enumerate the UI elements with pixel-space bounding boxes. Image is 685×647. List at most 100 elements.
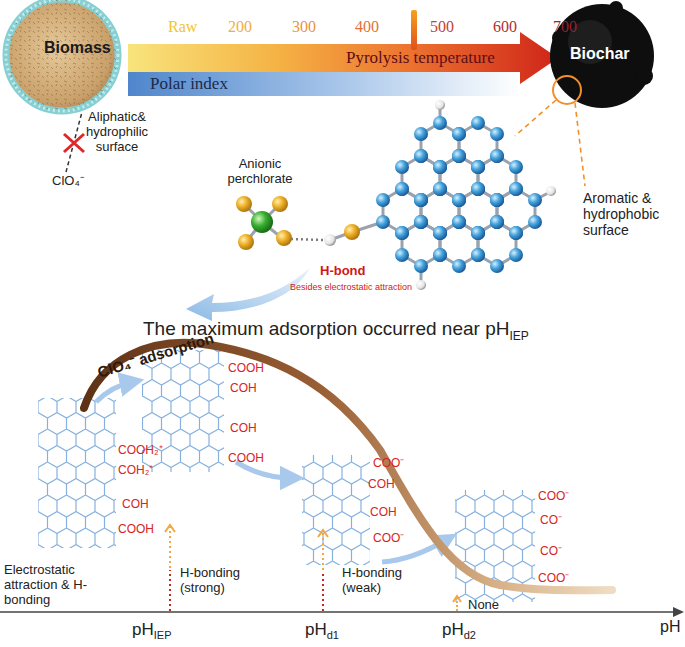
text-label: COH (230, 421, 257, 435)
text-label: COO⁻ (373, 531, 404, 545)
node-label: Pyrolysis temperature (346, 48, 495, 68)
label-group: 500 (430, 18, 454, 36)
text-label: Besides electrostatic attraction (290, 282, 412, 292)
text-label: COO⁻ (373, 456, 404, 470)
hex-atoms (433, 215, 485, 273)
label-group: COH (230, 382, 257, 396)
label-group: COO⁻ (373, 457, 404, 471)
zoom-leader (575, 103, 585, 186)
text-label: COH (122, 497, 149, 511)
text-label: 300 (292, 18, 316, 35)
node-label: Polar index (150, 74, 228, 94)
label-group: None (468, 598, 499, 613)
ph-markers (165, 525, 461, 611)
label-group: COO⁻ (373, 532, 404, 546)
graphene-atoms (376, 100, 556, 290)
subscript: d2 (464, 629, 476, 641)
text-label: CO⁻ (540, 513, 562, 527)
adsorption-curve (84, 343, 612, 590)
label-group: H-bonding (weak) (342, 566, 422, 596)
text-label: H-bond (320, 263, 365, 278)
text-label: Anionic perchlorate (227, 156, 292, 186)
hex-atoms (471, 215, 523, 273)
text-label: pH (660, 618, 680, 635)
label-group: Anionic perchlorate (220, 157, 300, 187)
text-label: Aliphatic& hydrophilic surface (86, 109, 148, 154)
biomass-shape (0, 0, 124, 114)
text-label: pH (442, 620, 464, 639)
label-group: COH₂⁺ (118, 464, 153, 478)
text-label: Aromatic & hydrophobic surface (583, 190, 659, 238)
ph-axis (0, 611, 676, 613)
text-label: H-bonding (strong) (180, 565, 240, 595)
text-label: COH (370, 505, 397, 519)
text-label: ClO₄⁻ (52, 173, 84, 188)
biomass-body (6, 0, 118, 111)
transition-arrow (96, 382, 132, 402)
perchlorate-molecule (236, 196, 360, 250)
text-label: COOH (118, 522, 154, 536)
axis-arrowhead (673, 607, 684, 617)
graphene-bonds (244, 108, 550, 282)
label-group: pH (660, 618, 680, 636)
label-group: 700 (553, 18, 577, 36)
text-label: 400 (355, 18, 379, 35)
biochar-bump (635, 67, 653, 85)
biochar-body (550, 4, 654, 108)
label-group: COH (122, 498, 149, 512)
label-group: Aromatic & hydrophobic surface (583, 190, 675, 238)
band-body (128, 72, 520, 96)
biomass-circle: Biomass (0, 0, 124, 114)
node-label: Biochar (570, 45, 630, 63)
label-group: COH (370, 506, 397, 520)
text-label: 700 (553, 18, 577, 35)
subscript: IEP (154, 629, 172, 641)
label-group: Electrostatic attraction & H-bonding (4, 563, 94, 608)
label-group: pHd1 (305, 620, 339, 642)
text-label: H-bonding (weak) (342, 565, 402, 595)
label-group: COH (230, 422, 257, 436)
label-group: Raw (168, 18, 197, 36)
red-cross (64, 134, 84, 152)
node-label: Biomass (44, 39, 111, 57)
label-group: 600 (493, 18, 517, 36)
label-group: CO⁻ (540, 545, 562, 559)
text-label: COH₂⁺ (118, 463, 153, 477)
label-group: pHd2 (442, 620, 476, 642)
text-label: 600 (493, 18, 517, 35)
text-label: COO⁻ (538, 571, 569, 585)
text-label: 200 (228, 18, 252, 35)
label-group: H-bonding (strong) (180, 566, 260, 596)
text-label: COOH (228, 361, 264, 375)
label-group: COOH (118, 523, 154, 537)
label-group: COH (368, 478, 395, 492)
text-label: COOH (228, 451, 264, 465)
text-label: pH (305, 620, 327, 639)
subscript: d1 (327, 629, 339, 641)
text-label: Raw (168, 18, 197, 35)
label-group: COOH₂⁺ (118, 444, 163, 458)
label-group: pHIEP (132, 620, 171, 642)
text-label: Electrostatic attraction & H-bonding (4, 562, 87, 607)
label-group: H-bond (320, 264, 365, 279)
text-label: COH (230, 381, 257, 395)
temperature-arrow: Pyrolysis temperature (128, 44, 558, 72)
label-group: ClO₄⁻ (52, 174, 84, 189)
label-group: 200 (228, 18, 252, 36)
label-group: 400 (355, 18, 379, 36)
label-group: COOH (228, 362, 264, 376)
label-group: CO⁻ (540, 514, 562, 528)
text-label: pH (132, 620, 154, 639)
label-group: Aliphatic& hydrophilic surface (74, 110, 160, 155)
text-label: None (468, 597, 499, 612)
text-label: 500 (430, 18, 454, 35)
hex-atoms (395, 215, 447, 273)
label-group: Besides electrostatic attraction (290, 282, 412, 292)
text-label: COO⁻ (538, 489, 569, 503)
label-group: COOH (228, 452, 264, 466)
label-group: 300 (292, 18, 316, 36)
label-group: COO⁻ (538, 490, 569, 504)
graphene-sheet (38, 398, 116, 548)
label-group: COO⁻ (538, 572, 569, 586)
